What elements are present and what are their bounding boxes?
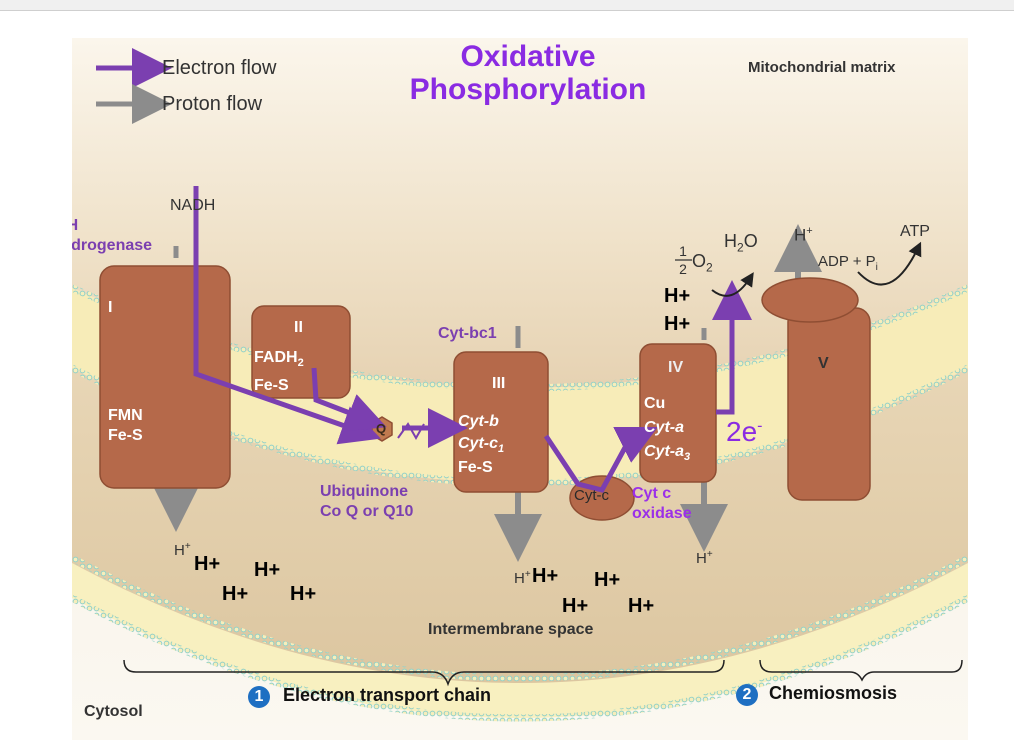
ubiquinone-label: Ubiquinone Co Q or Q10 bbox=[320, 483, 414, 520]
electron-path-III-to-IV bbox=[543, 427, 658, 493]
proton-iii-4: H+ bbox=[628, 595, 655, 617]
proton-iii-3: H+ bbox=[562, 595, 589, 617]
section-2-label: Chemiosmosis bbox=[769, 683, 898, 703]
atp-formation-arc bbox=[857, 241, 922, 286]
diagram-panel: Oxidative Phosphorylation Electron flow … bbox=[72, 38, 968, 740]
complex-III-fes: Fe-S bbox=[458, 459, 493, 476]
complex-IV-roman: IV bbox=[668, 359, 684, 376]
proton-iv-1: H+ bbox=[664, 285, 691, 307]
proton-iii-2: H+ bbox=[594, 569, 621, 591]
proton-i-4: H+ bbox=[290, 583, 317, 605]
atp-synthase-head bbox=[761, 277, 859, 323]
proton-iii-small: H+ bbox=[514, 569, 531, 587]
complex-II bbox=[251, 305, 351, 399]
matrix-label: Mitochondrial matrix bbox=[748, 59, 896, 76]
etc-brace bbox=[123, 659, 725, 687]
atp-label: ATP bbox=[900, 223, 930, 240]
water-formation-arc bbox=[711, 272, 754, 297]
two-electrons-label: 2e- bbox=[726, 416, 763, 447]
complex-II-roman: II bbox=[294, 319, 303, 336]
matrix-proton-label: H+ bbox=[794, 225, 813, 245]
title-line-2: Phosphorylation bbox=[409, 73, 647, 106]
complex-II-fes: Fe-S bbox=[254, 377, 289, 394]
nadh-label: NADH bbox=[170, 197, 216, 214]
complex-I-fes: Fe-S bbox=[108, 427, 143, 444]
complex-V-roman: V bbox=[818, 355, 829, 372]
complex-IV-cyta3: Cyt-a3 bbox=[644, 443, 691, 464]
section-chemiosmosis: 2 Chemiosmosis bbox=[736, 684, 897, 706]
complex-IV-cyta: Cyt-a bbox=[644, 419, 685, 436]
half-fraction: 1 2 bbox=[679, 243, 687, 277]
oxygen-label: O2 bbox=[692, 251, 713, 275]
proton-i-small: H+ bbox=[174, 541, 191, 559]
cyt-c-oxidase-label: Cyt c oxidase bbox=[632, 485, 692, 522]
section-1-badge: 1 bbox=[248, 686, 270, 708]
intermembrane-label: Intermembrane space bbox=[428, 621, 594, 638]
complex-I-fmn: FMN bbox=[108, 407, 143, 424]
proton-iv-small: H+ bbox=[696, 549, 713, 567]
legend-proton-flow: Proton flow bbox=[162, 93, 263, 115]
chemiosmosis-brace bbox=[759, 659, 963, 682]
nadh-dehydrogenase-label: NADH Dehydrogenase bbox=[72, 217, 153, 254]
proton-iv-2: H+ bbox=[664, 313, 691, 335]
title-line-1: Oxidative bbox=[460, 40, 596, 73]
water-label: H2O bbox=[724, 231, 758, 255]
complex-III-roman: III bbox=[492, 375, 506, 392]
proton-i-3: H+ bbox=[222, 583, 249, 605]
complex-II-fadh: FADH2 bbox=[254, 349, 304, 370]
section-1-label: Electron transport chain bbox=[283, 685, 492, 705]
proton-i-1: H+ bbox=[194, 553, 221, 575]
atp-synthase-stalk bbox=[787, 307, 871, 501]
complex-III-cytc1: Cyt-c1 bbox=[458, 435, 505, 456]
section-2-badge: 2 bbox=[736, 684, 758, 706]
diagram-title: Oxidative Phosphorylation bbox=[386, 40, 670, 106]
diagram-canvas bbox=[72, 38, 968, 740]
electron-path-nadh bbox=[193, 186, 381, 445]
electron-path-fadh2 bbox=[311, 367, 387, 432]
complex-III-cytb: Cyt-b bbox=[458, 413, 499, 430]
section-etc: 1 Electron transport chain bbox=[248, 686, 491, 708]
complex-IV-cu: Cu bbox=[644, 395, 666, 412]
inner-membrane bbox=[72, 288, 968, 483]
proton-iii-1: H+ bbox=[532, 565, 559, 587]
window-top-bar bbox=[0, 0, 1014, 11]
cyt-bc1-label: Cyt-bc1 bbox=[438, 325, 497, 342]
proton-i-2: H+ bbox=[254, 559, 281, 581]
outer-membrane bbox=[72, 558, 968, 718]
cytc-label: Cyt-c bbox=[574, 487, 609, 504]
q-label: Q bbox=[376, 421, 387, 436]
cytosol-label: Cytosol bbox=[84, 703, 143, 720]
legend-electron-flow: Electron flow bbox=[162, 57, 277, 79]
complex-I-roman: I bbox=[108, 299, 113, 316]
electron-path-to-oxygen bbox=[712, 280, 752, 415]
adp-label: ADP + Pi bbox=[818, 253, 878, 273]
